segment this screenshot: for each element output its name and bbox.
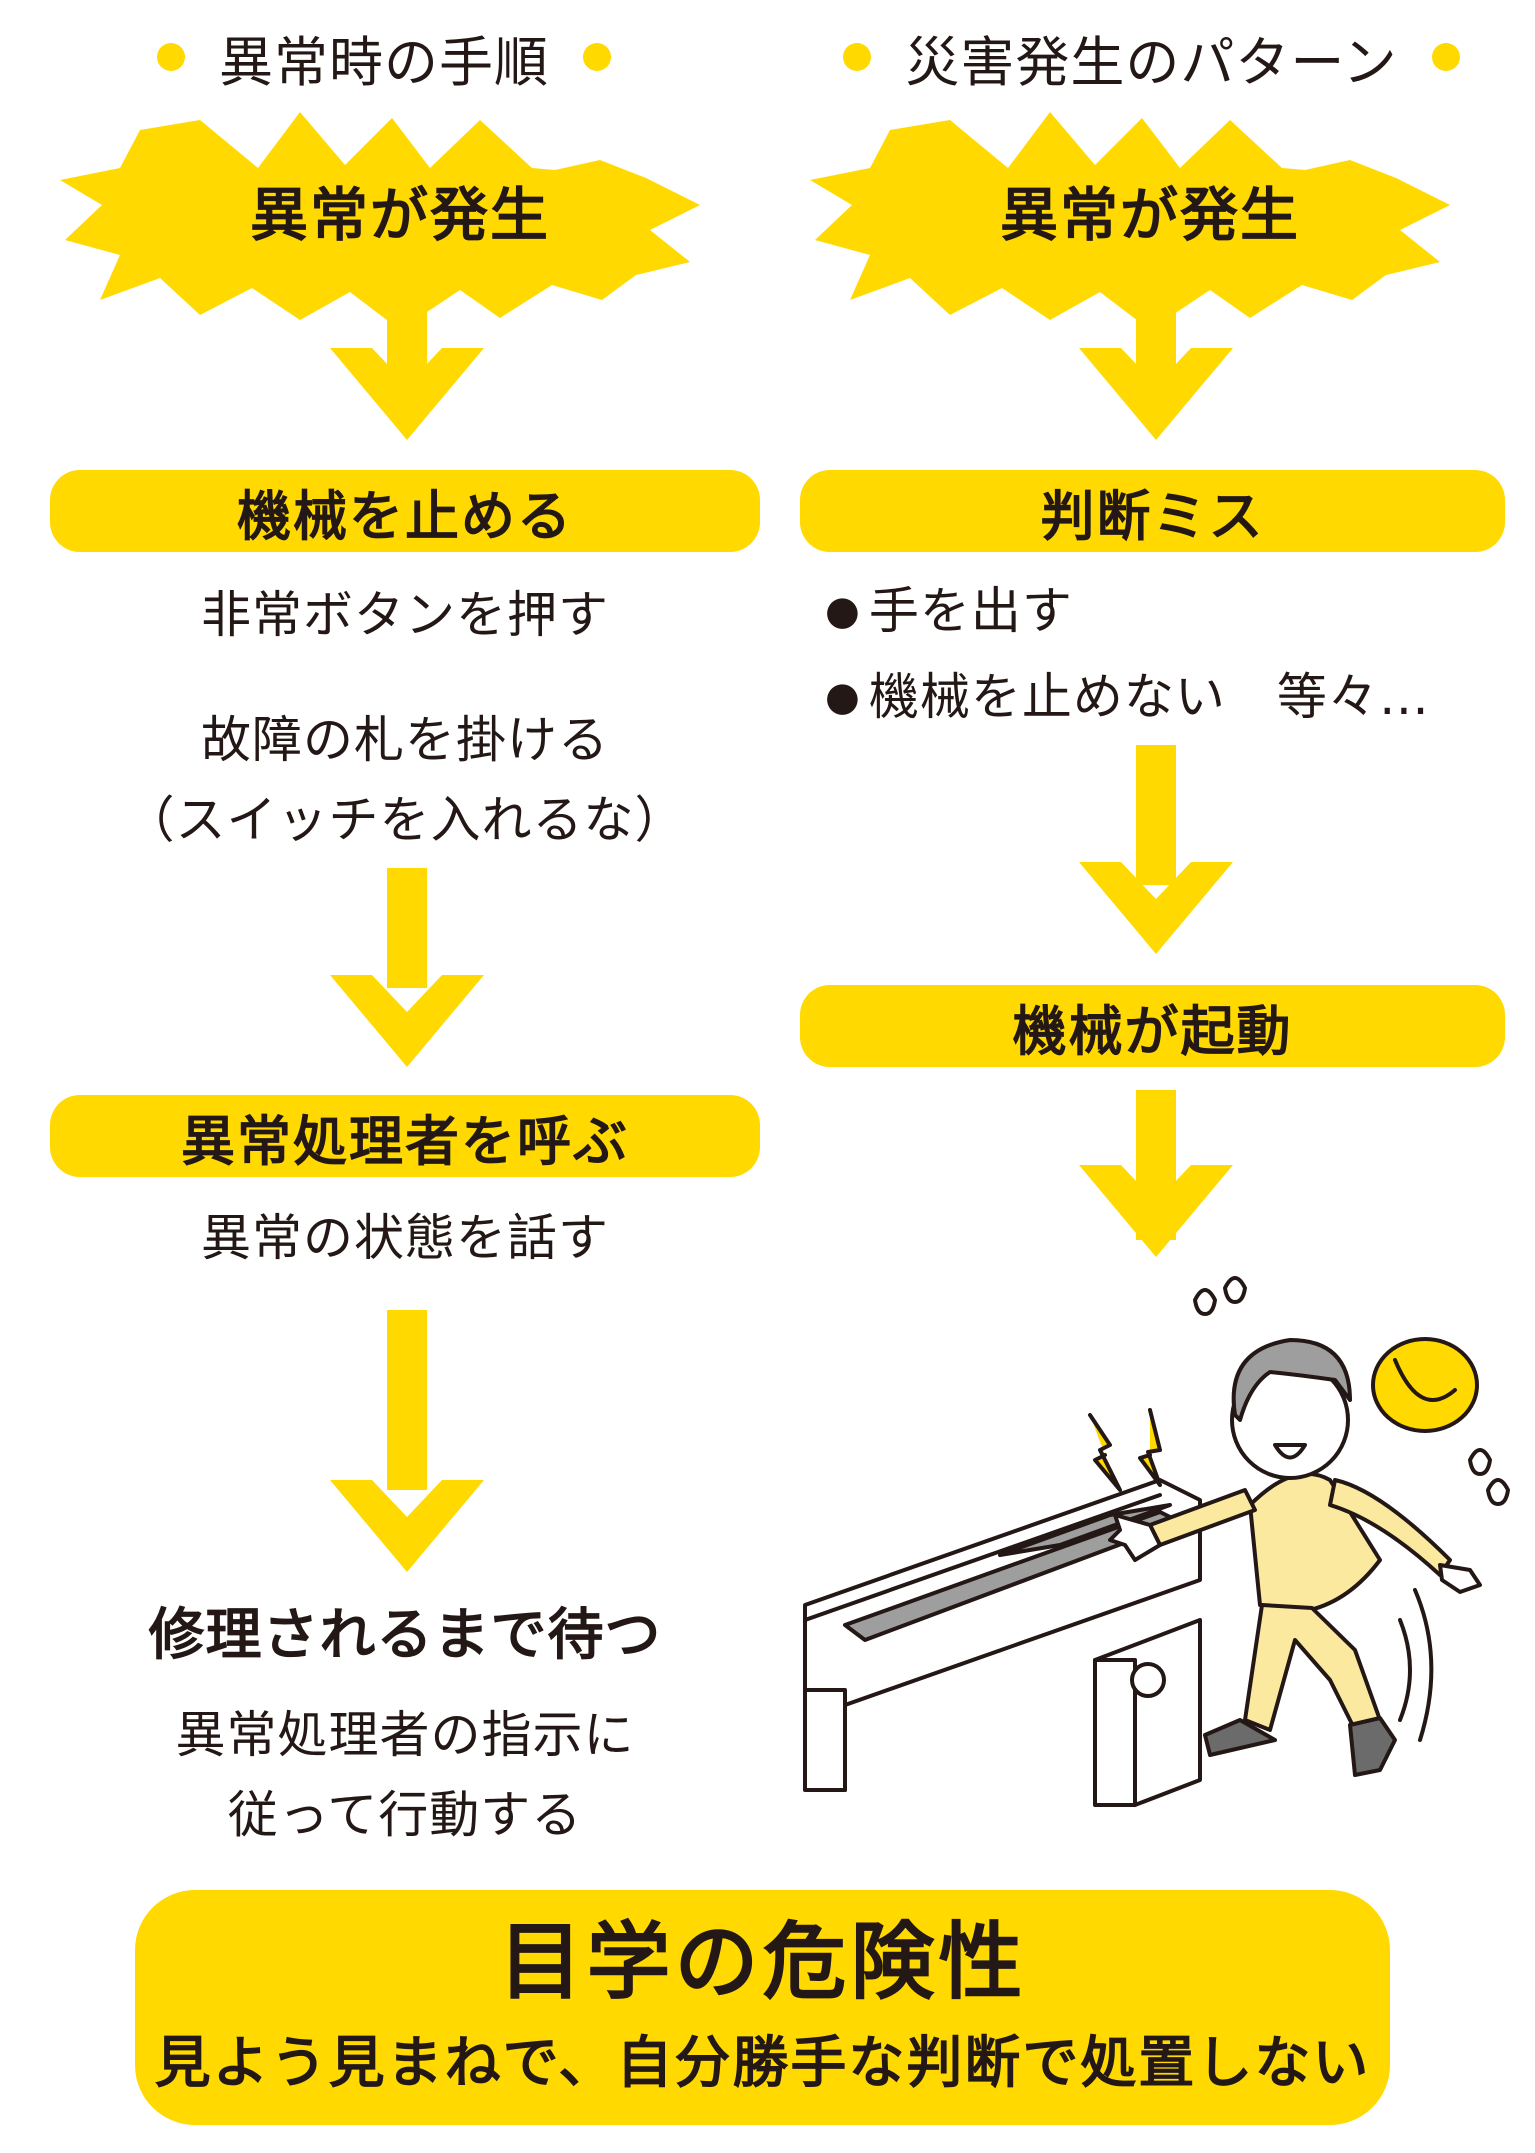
bullet-dot (1431, 43, 1460, 71)
left-step3-note-line2: 従って行動する (227, 1786, 583, 1844)
bottom-warning-box: 目学の危険性 見よう見まねで、自分勝手な判断で処置しない (135, 1890, 1390, 2125)
bullet-icon: ● (825, 588, 861, 634)
accident-illustration (803, 1276, 1510, 1807)
bullet-dot (583, 43, 611, 71)
right-step-machine-starts: 機械が起動 (800, 985, 1505, 1067)
bullet-text: 手を出す (868, 582, 1073, 640)
right-step1-bullets: ● 手を出す ● 機械を止めない 等々… (825, 568, 1525, 740)
right-burst-label: 異常が発生 (999, 181, 1300, 249)
conveyor-roller (1130, 1662, 1166, 1698)
left-burst-label: 異常が発生 (249, 181, 550, 249)
worker-shoe-left (1203, 1718, 1277, 1757)
left-column-title: 異常時の手順 (0, 12, 768, 102)
right-title-text: 災害発生のパターン (905, 30, 1398, 94)
conveyor-leg-right (1093, 1658, 1137, 1807)
bullet-icon: ● (825, 674, 861, 720)
arrow-left-1 (330, 295, 484, 440)
left-step1-note2-line2: （スイッチを入れるな） (124, 791, 686, 849)
right-burst-shape (810, 112, 1450, 330)
bullet-text: 機械を止めない 等々… (868, 668, 1430, 726)
bullet-dot (843, 43, 872, 71)
worker-torso (1248, 1471, 1382, 1612)
right-step-misjudgment: 判断ミス (800, 470, 1505, 552)
worker-hand-right (1438, 1563, 1482, 1594)
worker-legs (1243, 1603, 1382, 1732)
list-item: ● 機械を止めない 等々… (825, 654, 1525, 740)
left-burst-shape (60, 112, 700, 330)
sweat-drop-icon-2 (1468, 1448, 1492, 1476)
arrow-right-2 (1079, 745, 1233, 954)
left-step1-note1: 非常ボタンを押す (201, 586, 609, 644)
left-step-call-handler: 異常処理者を呼ぶ (50, 1095, 760, 1177)
arrow-right-1 (1079, 290, 1233, 440)
arrow-left-2 (330, 868, 484, 1067)
left-step-stop-machine: 機械を止める (50, 470, 760, 552)
worker-mouth (1273, 1443, 1307, 1460)
right-column-title: 災害発生のパターン (768, 12, 1535, 102)
conveyor-leg-left (803, 1688, 847, 1792)
left-title-text: 異常時の手順 (219, 30, 549, 94)
worker-shoe-right (1348, 1716, 1397, 1777)
bullet-dot (157, 43, 185, 71)
lightning-icon-2 (1138, 1408, 1162, 1487)
bottom-subtitle: 見よう見まねで、自分勝手な判断で処置しない (154, 2031, 1371, 2097)
left-step-wait-repair: 修理されるまで待つ (148, 1603, 662, 1668)
left-step1-note2-line1: 故障の札を掛ける (201, 711, 609, 769)
bottom-title: 目学の危険性 (498, 1912, 1027, 2011)
sweat-drop-icon (1193, 1288, 1217, 1316)
worker-hand-left (1108, 1513, 1162, 1562)
worker-hair (1231, 1338, 1352, 1422)
left-step2-note: 異常の状態を話す (201, 1209, 609, 1267)
left-step3-note-line1: 異常処理者の指示に (175, 1706, 635, 1764)
helmet-icon (1371, 1337, 1479, 1433)
lightning-icon (1088, 1413, 1122, 1492)
arrow-left-3 (330, 1310, 484, 1572)
arrow-right-3 (1079, 1090, 1233, 1257)
list-item: ● 手を出す (825, 568, 1525, 654)
